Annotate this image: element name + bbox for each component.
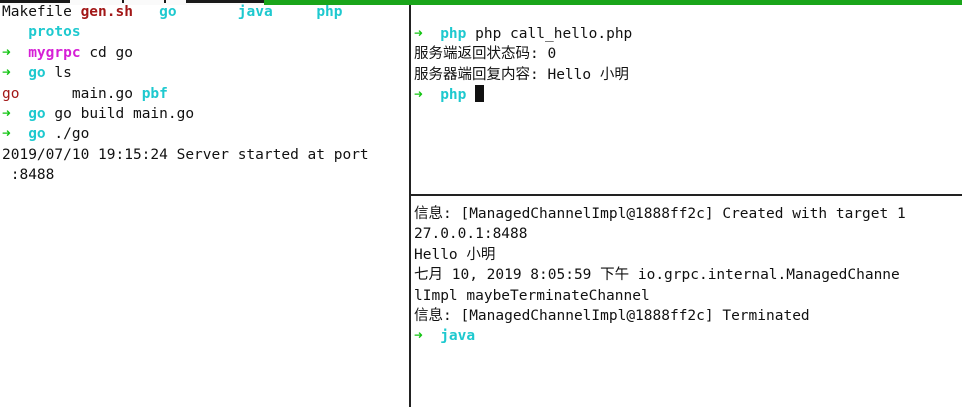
tab-separator (164, 0, 166, 3)
ls-entry-dir: pbf (141, 85, 168, 102)
prompt-line: ➜ php php call_hello.php (414, 24, 962, 44)
tab-separator (122, 0, 124, 3)
output-line: 服务端返回状态码: 0 (414, 46, 557, 63)
command-text: go build main.go (54, 105, 195, 122)
output-line: Hello 小明 (414, 246, 496, 263)
tab-indicator[interactable] (186, 0, 264, 3)
prompt-arrow-icon: ➜ (414, 26, 423, 42)
log-line: lImpl maybeTerminateChannel (414, 287, 650, 304)
prompt-line: ➜ go go build main.go (2, 104, 408, 124)
output-line: 服务器端回复内容: Hello 小明 (414, 66, 629, 83)
prompt-arrow-icon: ➜ (414, 87, 423, 104)
ls-entry-exec: go (2, 85, 20, 102)
prompt-arrow-icon: ➜ (2, 44, 11, 61)
command-text: ls (54, 65, 72, 82)
prompt-dir: php (440, 87, 467, 104)
ls-entry-exec: gen.sh (80, 4, 133, 20)
ls-entry-dir: java (237, 4, 273, 20)
prompt-arrow-icon: ➜ (2, 126, 11, 143)
prompt-dir: go (28, 126, 46, 143)
prompt-line: ➜ php (414, 85, 962, 105)
command-text: ./go (54, 126, 90, 143)
command-text: cd go (89, 44, 133, 61)
command-text: php call_hello.php (475, 26, 633, 42)
ls-entry-dir: go (159, 4, 177, 20)
ls-entry-file: Makefile (2, 4, 72, 20)
prompt-dir: java (440, 328, 476, 345)
prompt-dir: go (28, 105, 46, 122)
tab-indicator[interactable] (0, 0, 70, 3)
prompt-line: ➜ java (414, 326, 962, 346)
log-line: 信息: [ManagedChannelImpl@1888ff2c] Termin… (414, 307, 810, 324)
prompt-dir: go (28, 65, 46, 82)
prompt-dir: php (440, 26, 467, 42)
terminal-line: go main.go pbf (2, 84, 408, 104)
prompt-line: ➜ go ls (2, 63, 408, 83)
horizontal-pane-divider[interactable] (411, 194, 962, 196)
ls-entry-dir: protos (28, 24, 81, 41)
terminal-line: protos (2, 22, 408, 42)
top-tab-strip (0, 0, 962, 5)
output-line: :8488 (2, 167, 55, 184)
ls-entry-dir: php (316, 4, 343, 20)
output-line: 2019/07/10 19:15:24 Server started at po… (2, 146, 369, 163)
prompt-arrow-icon: ➜ (2, 65, 11, 82)
prompt-arrow-icon: ➜ (414, 328, 423, 345)
log-line: 27.0.0.1:8488 (414, 226, 528, 243)
prompt-dir: mygrpc (28, 44, 81, 61)
log-line: 信息: [ManagedChannelImpl@1888ff2c] Create… (414, 206, 906, 222)
terminal-line: Makefile gen.sh go java php (2, 2, 408, 22)
active-pane-indicator (264, 0, 962, 5)
prompt-arrow-icon: ➜ (2, 105, 11, 122)
log-line: 七月 10, 2019 8:05:59 下午 io.grpc.internal.… (414, 267, 900, 284)
prompt-line: ➜ mygrpc cd go (2, 43, 408, 63)
vertical-pane-divider[interactable] (409, 5, 411, 407)
bottom-right-terminal-pane[interactable]: 信息: [ManagedChannelImpl@1888ff2c] Create… (414, 204, 962, 407)
prompt-line: ➜ go ./go (2, 124, 408, 144)
text-cursor (475, 85, 485, 103)
ls-entry-file: main.go (71, 85, 133, 102)
top-right-terminal-pane[interactable]: ➜ php php call_hello.php 服务端返回状态码: 0 服务器… (414, 24, 962, 192)
left-terminal-pane[interactable]: Makefile gen.sh go java php protos ➜ myg… (2, 2, 408, 407)
